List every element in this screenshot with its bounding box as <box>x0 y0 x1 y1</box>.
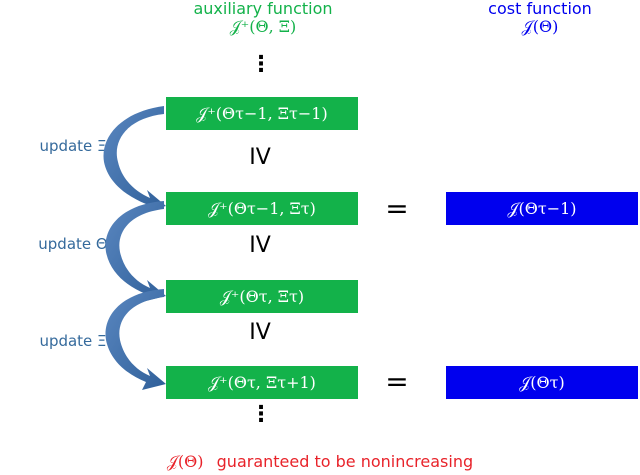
cost-box-theta-prev: 𝒥(Θτ−1) <box>446 192 638 225</box>
aux-box-theta-prev-xi-prev: 𝒥⁺(Θτ−1, Ξτ−1) <box>166 97 358 130</box>
footer-text: guaranteed to be nonincreasing <box>216 452 474 471</box>
auxiliary-function-formula: 𝒥⁺(Θ, Ξ) <box>229 17 297 36</box>
aux-box-theta-prev-xi-current: 𝒥⁺(Θτ−1, Ξτ) <box>166 192 358 225</box>
footer-note: 𝒥(Θ) guaranteed to be nonincreasing <box>0 452 640 472</box>
update-xi-label-1: update Ξ <box>39 137 107 155</box>
update-xi-arrow-2 <box>105 289 166 390</box>
geq-symbol-2: IV <box>249 233 271 258</box>
auxiliary-function-header: auxiliary function 𝒥⁺(Θ, Ξ) <box>158 0 368 36</box>
update-theta-label: update Θ <box>38 235 108 253</box>
cost-box-theta-current: 𝒥(Θτ) <box>446 366 638 399</box>
geq-symbol-1: IV <box>249 145 271 170</box>
cost-function-title: cost function <box>488 0 592 18</box>
equals-symbol-2: = <box>385 365 409 398</box>
aux-box-theta-current-xi-current: 𝒥⁺(Θτ, Ξτ) <box>166 280 358 313</box>
top-vdots: ⋮ <box>250 52 272 77</box>
update-theta-arrow <box>105 201 166 302</box>
geq-symbol-3: IV <box>249 320 271 345</box>
footer-formula: 𝒥(Θ) <box>166 452 204 471</box>
cost-function-formula: 𝒥(Θ) <box>521 17 559 36</box>
cost-function-header: cost function 𝒥(Θ) <box>440 0 640 36</box>
bottom-vdots: ⋮ <box>250 402 272 427</box>
auxiliary-function-title: auxiliary function <box>193 0 333 18</box>
aux-box-theta-current-xi-next: 𝒥⁺(Θτ, Ξτ+1) <box>166 366 358 399</box>
update-xi-arrow-1 <box>103 106 166 212</box>
update-xi-label-2: update Ξ <box>39 332 107 350</box>
equals-symbol-1: = <box>385 192 409 225</box>
